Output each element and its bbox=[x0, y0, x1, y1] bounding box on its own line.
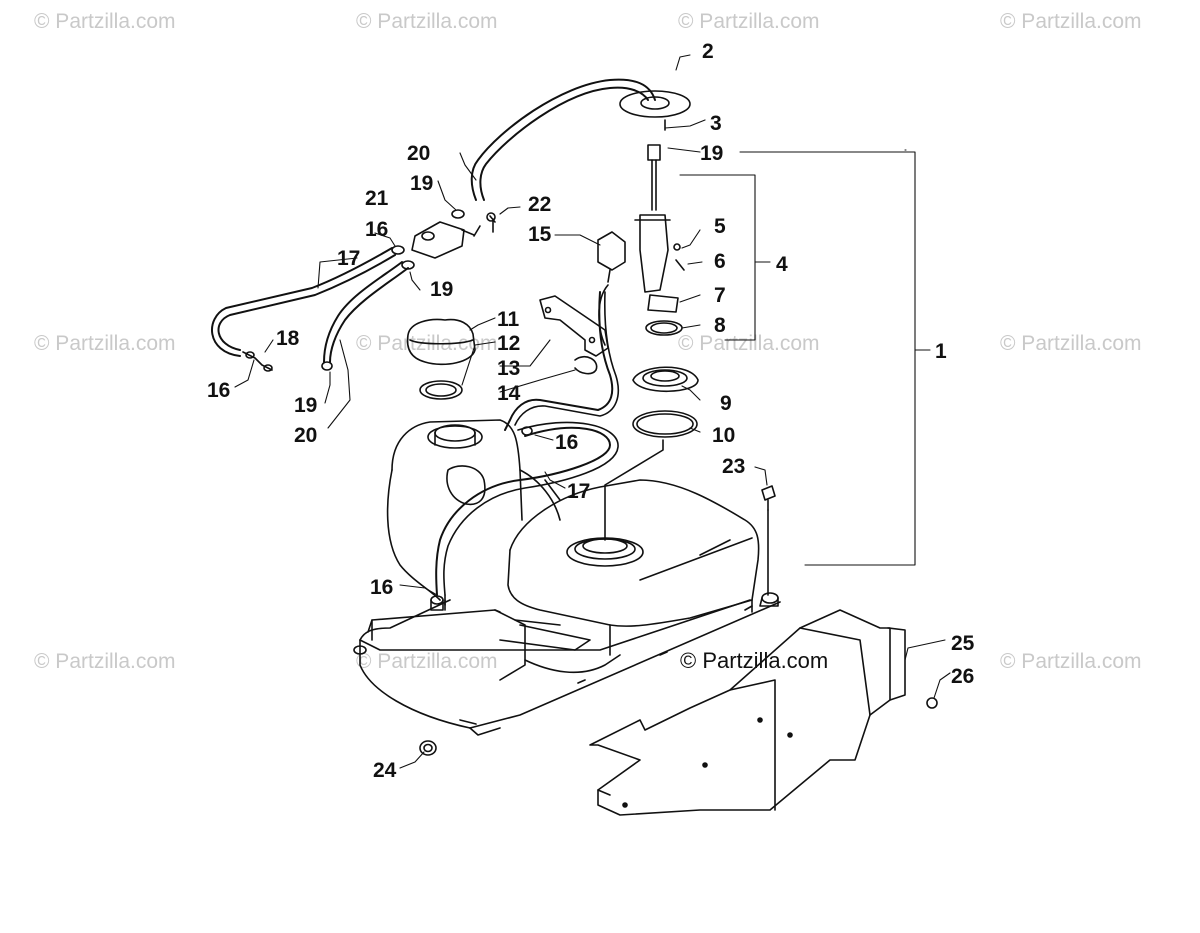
callout-19-top: 19 bbox=[410, 172, 433, 195]
callout-13: 13 bbox=[497, 357, 520, 380]
watermark: © Partzilla.com bbox=[1000, 650, 1142, 673]
callout-8: 8 bbox=[714, 314, 726, 337]
heat-shield bbox=[589, 609, 906, 816]
callout-4: 4 bbox=[776, 253, 788, 276]
callout-16-left: 16 bbox=[207, 379, 230, 402]
watermark: © Partzilla.com bbox=[34, 332, 176, 355]
callout-21: 21 bbox=[365, 187, 389, 210]
watermark: © Partzilla.com bbox=[34, 650, 176, 673]
callout-19-mid: 19 bbox=[430, 278, 453, 301]
callout-10: 10 bbox=[712, 424, 735, 447]
callout-5: 5 bbox=[714, 215, 726, 238]
callout-1: 1 bbox=[935, 340, 947, 363]
bracket-and-filter bbox=[539, 231, 626, 375]
callout-17-left: 17 bbox=[337, 247, 360, 270]
callout-labels: 2 3 19 1 4 5 6 7 8 9 10 23 20 19 22 21 1… bbox=[207, 40, 975, 782]
vent-valve bbox=[411, 212, 496, 259]
callout-19-low: 19 bbox=[294, 394, 317, 417]
callout-14: 14 bbox=[497, 382, 521, 405]
watermark: © Partzilla.com bbox=[678, 10, 820, 33]
callout-20-top: 20 bbox=[407, 142, 430, 165]
watermark: © Partzilla.com bbox=[1000, 10, 1142, 33]
watermark: © Partzilla.com bbox=[356, 650, 498, 673]
callout-24: 24 bbox=[373, 759, 397, 782]
callout-12: 12 bbox=[497, 332, 520, 355]
callout-16-top: 16 bbox=[365, 218, 388, 241]
leader-lines bbox=[234, 54, 951, 769]
callout-26: 26 bbox=[951, 665, 974, 688]
callout-18: 18 bbox=[276, 327, 300, 350]
callout-15: 15 bbox=[528, 223, 552, 246]
filler-cap bbox=[406, 318, 476, 400]
callout-22: 22 bbox=[528, 193, 551, 216]
watermark: © Partzilla.com bbox=[1000, 332, 1142, 355]
small-fasteners bbox=[419, 485, 938, 756]
callout-16-lower: 16 bbox=[370, 576, 393, 599]
watermark-center: © Partzilla.com bbox=[680, 648, 829, 673]
watermark: © Partzilla.com bbox=[678, 332, 820, 355]
callout-23: 23 bbox=[722, 455, 745, 478]
callout-19: 19 bbox=[700, 142, 723, 165]
callout-7: 7 bbox=[714, 284, 726, 307]
hoses bbox=[211, 78, 656, 606]
callout-25: 25 bbox=[951, 632, 975, 655]
callout-20-low: 20 bbox=[294, 424, 317, 447]
watermark: © Partzilla.com bbox=[356, 10, 498, 33]
fuel-tank bbox=[353, 419, 781, 736]
callout-11: 11 bbox=[497, 308, 520, 331]
watermark: © Partzilla.com bbox=[34, 10, 176, 33]
callout-16-center: 16 bbox=[555, 431, 578, 454]
callout-6: 6 bbox=[714, 250, 726, 273]
fuel-pump-assembly bbox=[604, 90, 699, 541]
callout-9: 9 bbox=[720, 392, 732, 415]
callout-17-center: 17 bbox=[567, 480, 590, 503]
callout-2: 2 bbox=[702, 40, 714, 63]
callout-3: 3 bbox=[710, 112, 722, 135]
